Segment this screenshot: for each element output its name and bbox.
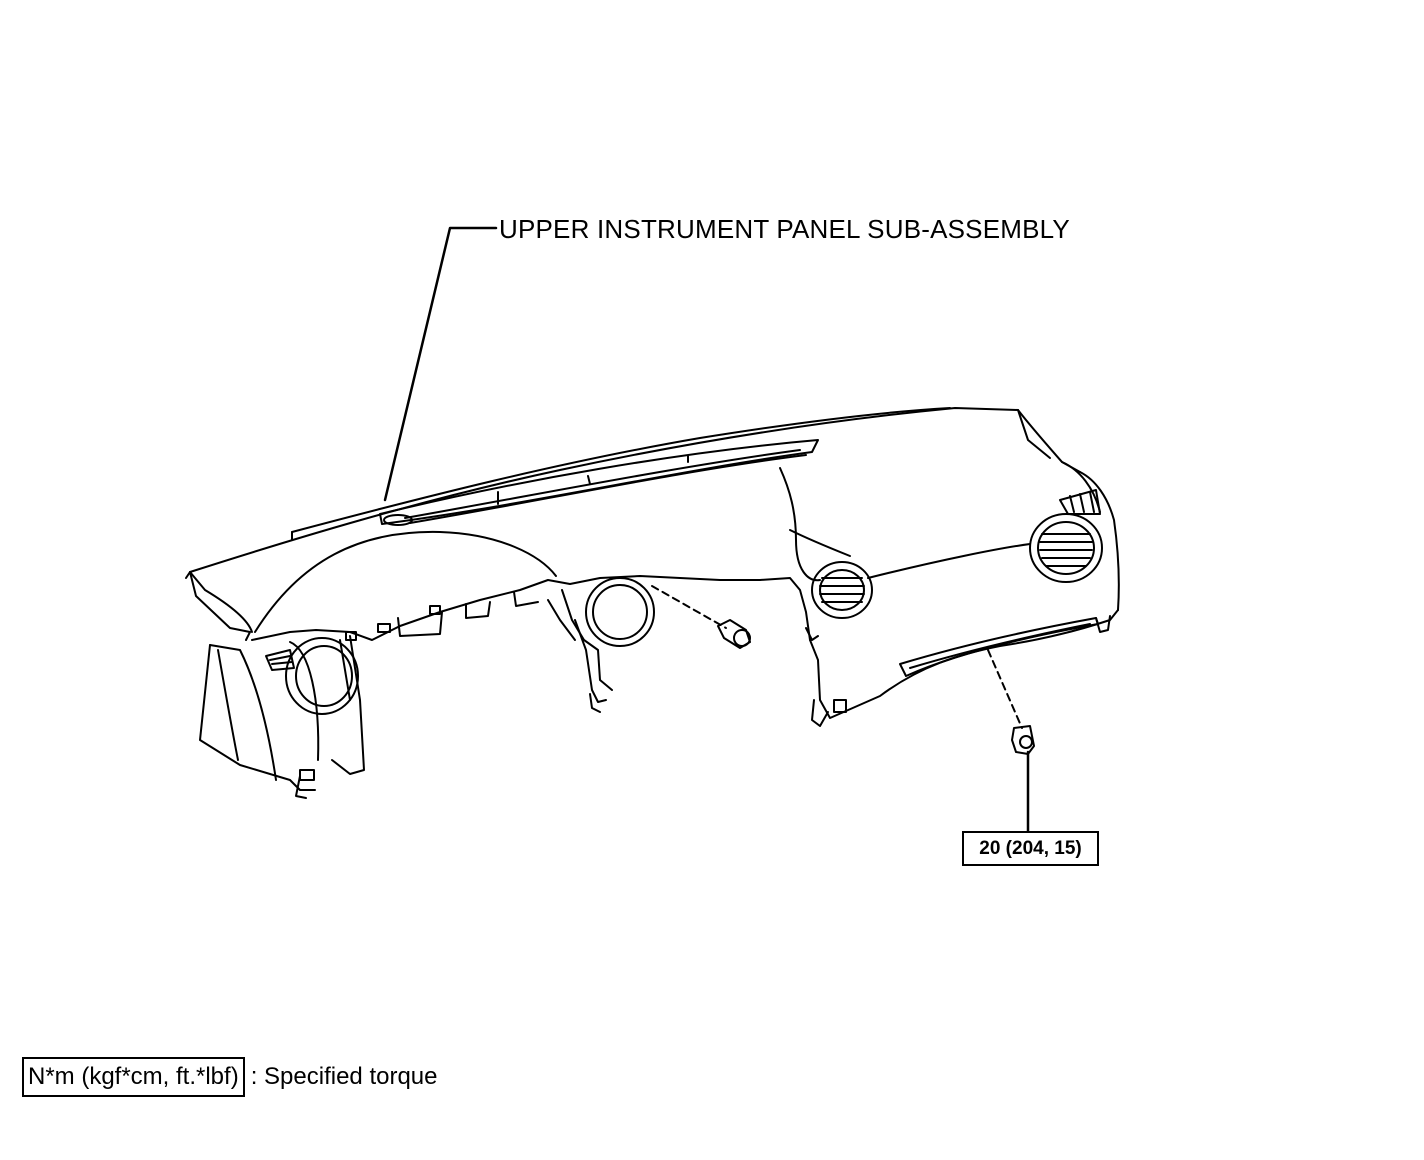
- instrument-panel-body: [185, 407, 1120, 727]
- legend-description: : Specified torque: [250, 1063, 438, 1090]
- gauge-opening-icon: [547, 577, 655, 713]
- torque-spec-box: 20 (204, 15): [962, 831, 1099, 866]
- bolt-icon: [987, 649, 1035, 755]
- defroster-vent: [379, 439, 819, 525]
- legend-unit-box: N*m (kgf*cm, ft.*lbf): [22, 1057, 245, 1097]
- part-callout-label: UPPER INSTRUMENT PANEL SUB-ASSEMBLY: [499, 214, 1070, 244]
- screw-icon: [651, 585, 751, 649]
- air-vent-icon: [265, 637, 359, 715]
- air-vent-icon: [1029, 489, 1103, 583]
- callout-leader-line: [383, 226, 498, 502]
- torque-legend: N*m (kgf*cm, ft.*lbf) : Specified torque: [22, 1057, 438, 1097]
- air-vent-icon: [789, 529, 873, 619]
- left-side-bracket: [199, 635, 365, 799]
